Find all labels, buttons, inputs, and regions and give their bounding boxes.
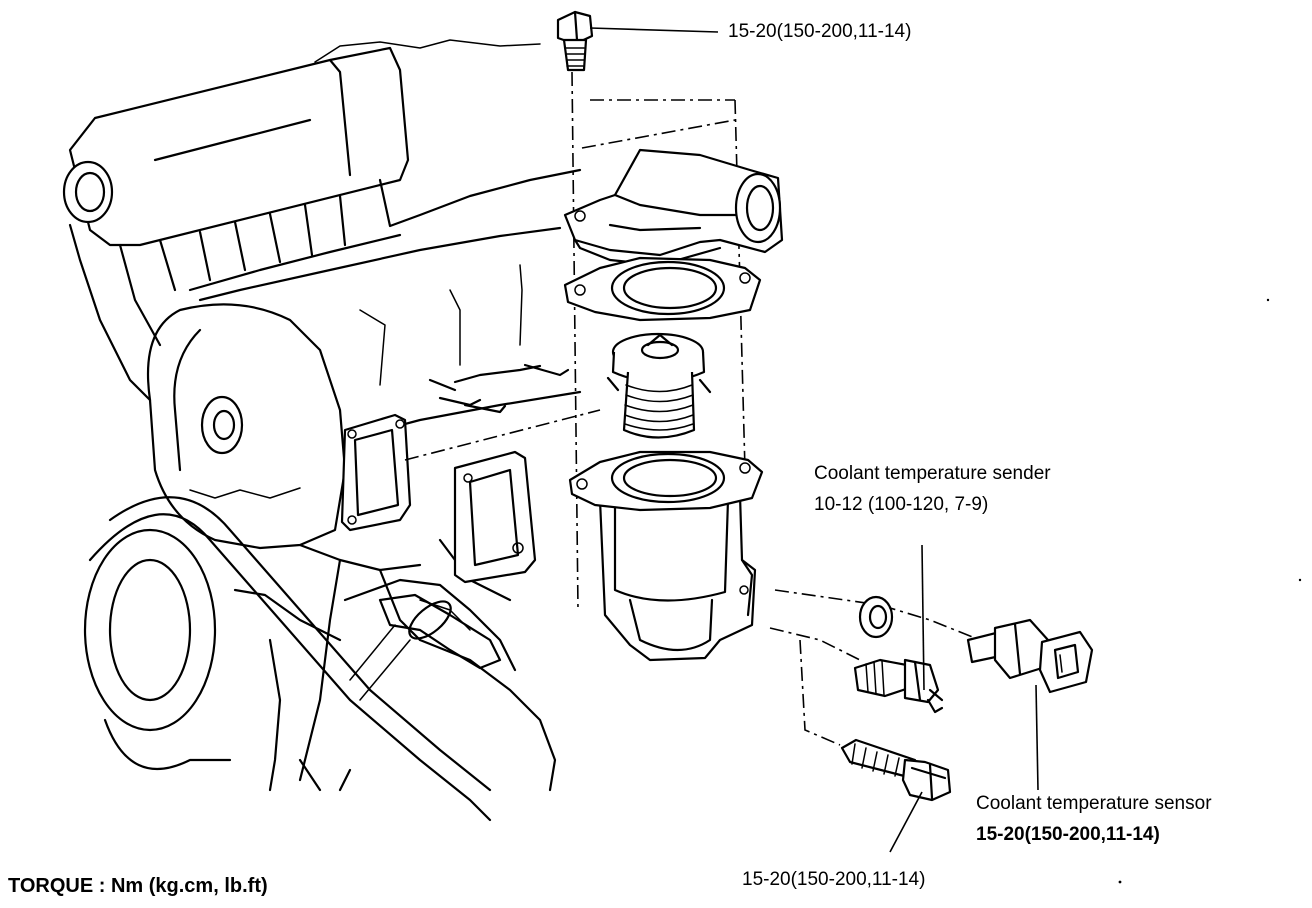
coolant-temperature-sender — [853, 658, 944, 714]
top-bolt-torque-label: 15-20(150-200,11-14) — [728, 21, 912, 42]
engine-block — [62, 39, 582, 822]
bottom-bolt-torque-label: 15-20(150-200,11-14) — [742, 869, 926, 890]
water-outlet-fitting — [563, 148, 784, 267]
sealing-washer — [858, 595, 894, 639]
upper-gasket — [563, 256, 762, 322]
scan-specks — [1118, 298, 1302, 884]
sender-title-label: Coolant temperature sender — [814, 463, 1051, 484]
sensor-title-label: Coolant temperature sensor — [976, 793, 1212, 814]
leader-lines — [589, 27, 1039, 853]
torque-units-label: TORQUE : Nm (kg.cm, lb.ft) — [8, 875, 268, 897]
bottom-bolt — [840, 738, 952, 802]
thermostat — [606, 332, 712, 439]
top-bolt — [556, 10, 594, 72]
assembly-centerlines — [404, 71, 981, 746]
thermostat-housing — [568, 450, 764, 662]
sensor-torque-label: 15-20(150-200,11-14) — [976, 824, 1160, 845]
sender-torque-label: 10-12 (100-120, 7-9) — [814, 494, 989, 515]
coolant-temperature-sensor — [966, 618, 1094, 694]
